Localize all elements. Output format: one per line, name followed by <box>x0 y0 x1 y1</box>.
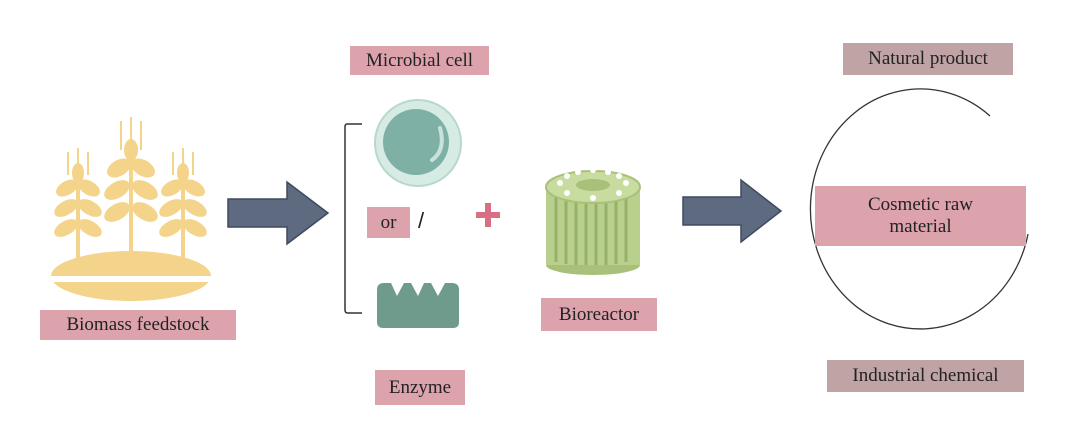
natural-product-label: Natural product <box>843 43 1013 75</box>
circle-cycle-icon <box>809 88 1029 330</box>
or-label: or <box>367 207 410 238</box>
arrow-right-icon <box>682 178 783 244</box>
microbial-cell-label: Microbial cell <box>350 46 489 75</box>
slash-separator: / <box>418 208 425 233</box>
industrial-chemical-label: Industrial chemical <box>827 360 1024 392</box>
plus-icon <box>476 203 500 227</box>
bioreactor-label: Bioreactor <box>541 298 657 331</box>
wheat-icon <box>49 117 213 301</box>
microbial-cell-icon <box>374 99 462 187</box>
arrow-right-icon <box>227 180 330 246</box>
enzyme-label: Enzyme <box>375 370 465 405</box>
bracket-icon <box>344 123 362 314</box>
biomass-feedstock-label: Biomass feedstock <box>40 310 236 340</box>
cosmetic-raw-material-label: Cosmetic raw material <box>815 186 1026 246</box>
bioreactor-icon <box>545 167 641 275</box>
enzyme-icon <box>377 283 459 328</box>
